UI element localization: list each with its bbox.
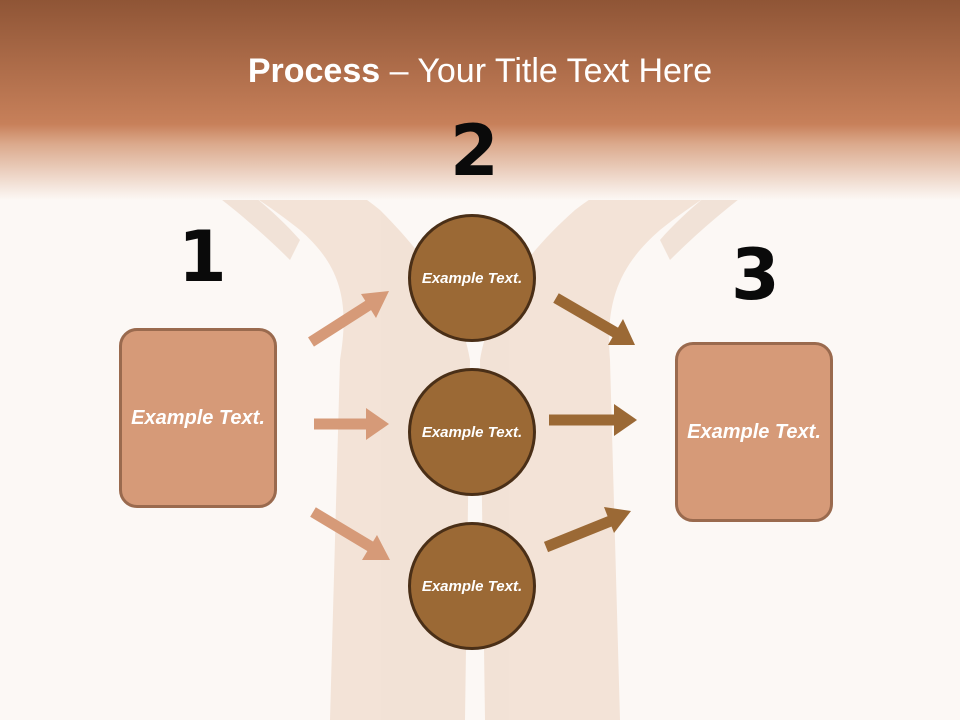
step-number-3: 3 (731, 234, 780, 316)
step-1-box-text: Example Text. (131, 406, 265, 429)
circle-middle-text: Example Text. (421, 423, 523, 441)
step-3-box: Example Text. (675, 342, 833, 522)
step-1-box: Example Text. (119, 328, 277, 508)
step-3-box-text: Example Text. (687, 420, 821, 443)
arrow-left-up (308, 291, 389, 347)
step-2-circle-bottom: Example Text. (408, 522, 536, 650)
title-bold: Process (247, 52, 381, 90)
circle-bottom-text: Example Text. (421, 577, 523, 595)
circle-top-text: Example Text. (421, 269, 523, 287)
arrow-right-middle (549, 404, 637, 436)
step-2-circle-middle: Example Text. (408, 368, 536, 496)
arrow-left-down (310, 507, 390, 560)
title-rest: – Your Title Text Here (380, 52, 713, 90)
slide-title: Process – Your Title Text Here (0, 52, 960, 91)
step-number-2: 2 (450, 110, 499, 192)
arrow-right-down (553, 293, 635, 345)
step-number-1: 1 (178, 216, 227, 298)
hands-photo (120, 120, 840, 720)
step-2-circle-top: Example Text. (408, 214, 536, 342)
arrow-left-middle (314, 408, 389, 440)
arrow-right-up (543, 507, 631, 553)
header-band (0, 0, 960, 200)
